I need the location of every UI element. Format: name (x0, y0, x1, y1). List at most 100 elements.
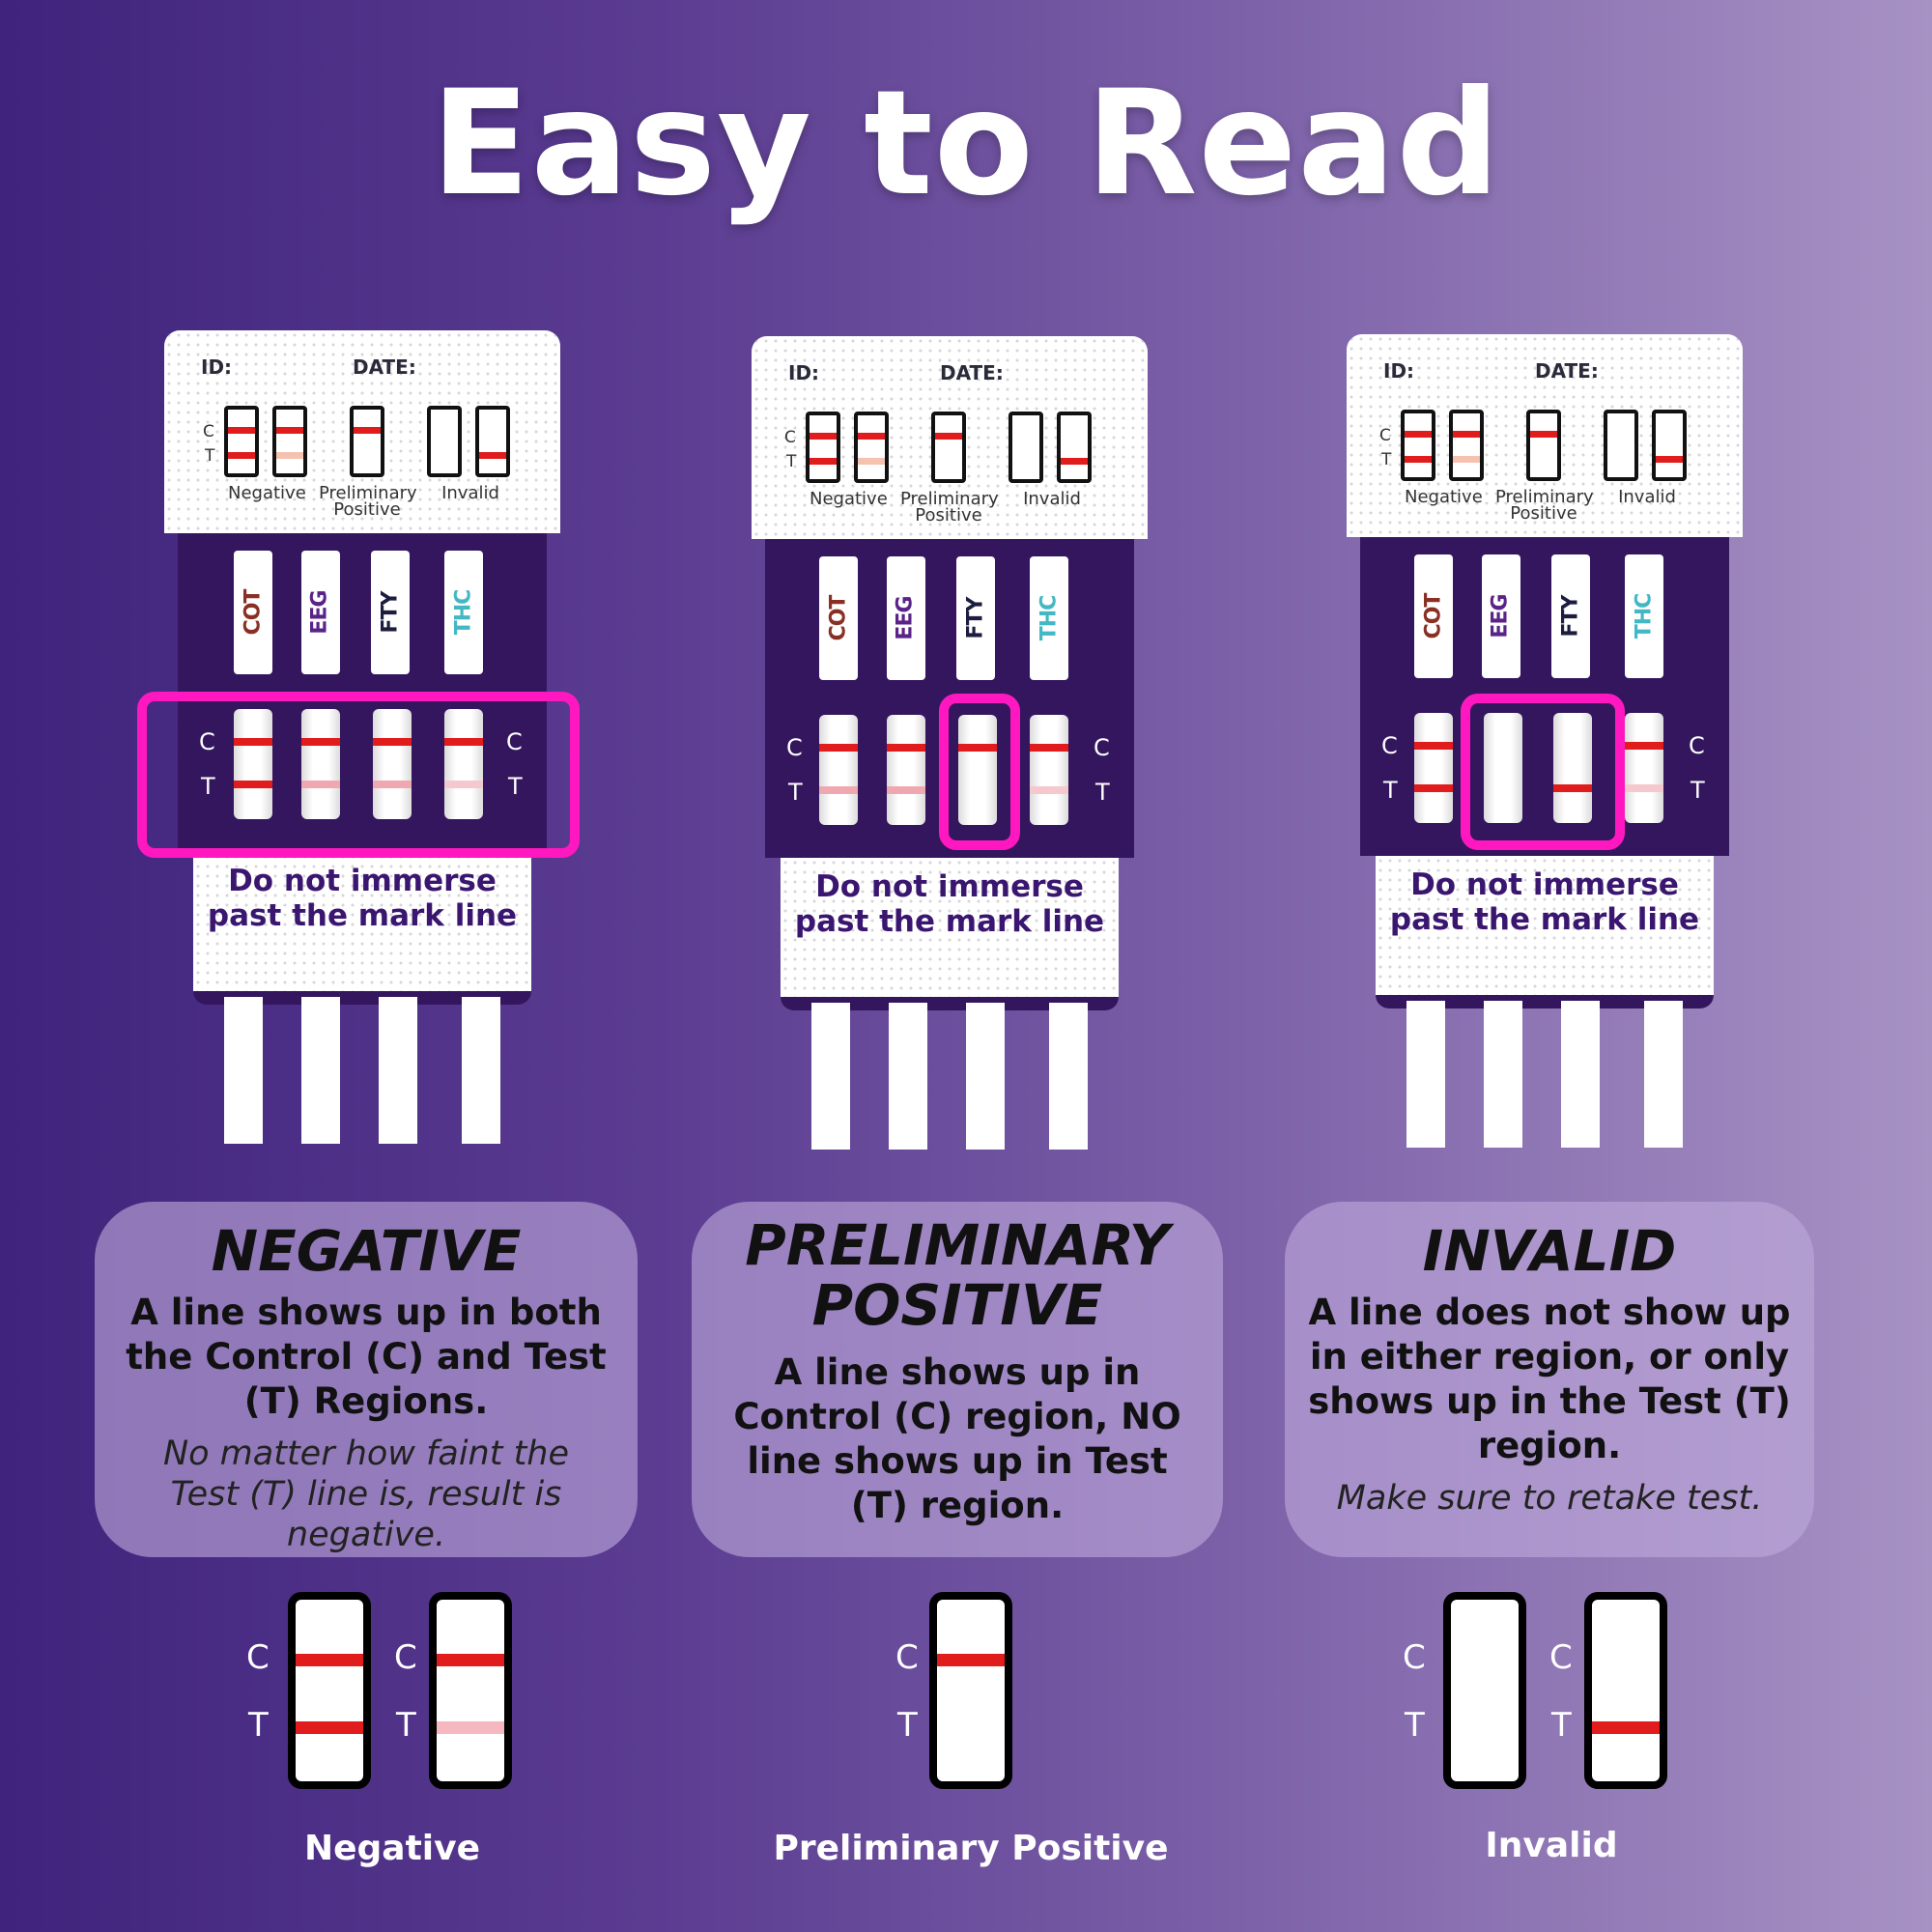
test-cup-preliminary-positive: ID: DATE: C T Negative Preliminary Posit… (752, 336, 1148, 1167)
date-label: DATE: (353, 355, 416, 379)
example-c-letter: C (1549, 1638, 1573, 1677)
band-c-letter: C (199, 728, 215, 755)
drug-label-eeg: EEG (301, 551, 340, 674)
caption-negative: Negative (303, 1829, 481, 1868)
negative-description: A line shows up in both the Control (C) … (126, 1292, 607, 1422)
id-label: ID: (788, 361, 820, 384)
band-t-letter-right: T (508, 773, 523, 800)
drug-label-eeg: EEG (1482, 554, 1520, 678)
mini-strip (350, 406, 384, 477)
result-strip (1030, 715, 1068, 825)
example-t-letter: T (396, 1706, 416, 1745)
example-strip-invalid-test-only (1584, 1592, 1667, 1789)
id-label: ID: (201, 355, 233, 379)
mini-strip (1652, 410, 1687, 481)
example-c-letter: C (394, 1638, 417, 1677)
result-strip (234, 709, 272, 819)
date-label: DATE: (940, 361, 1004, 384)
test-cup-negative: ID: DATE: C T Negative Preliminary Posit… (137, 330, 580, 1161)
band-c-letter-right: C (1689, 732, 1705, 759)
mini-strip (1057, 412, 1092, 483)
invalid-heading: INVALID (1422, 1218, 1677, 1284)
band-t-letter: T (1383, 777, 1398, 804)
mini-strip (854, 412, 889, 483)
negative-heading: NEGATIVE (211, 1218, 522, 1284)
result-strip (887, 715, 925, 825)
example-strip-preliminary (929, 1592, 1012, 1789)
band-c-letter: C (786, 734, 803, 761)
result-strip (1553, 713, 1592, 823)
legend-negative: Negative (810, 489, 888, 509)
drug-label-fty: FTY (956, 556, 995, 680)
test-cup-invalid: ID: DATE: C T Negative Preliminary Posit… (1347, 334, 1743, 1165)
negative-explanation: NEGATIVE A line shows up in both the Con… (95, 1202, 638, 1557)
dip-strip (1644, 1001, 1683, 1148)
invalid-explanation: INVALID A line does not show up in eithe… (1285, 1202, 1814, 1557)
drug-label-thc: THC (444, 551, 483, 674)
mini-strip (1449, 410, 1484, 481)
caption-invalid: Invalid (1485, 1826, 1618, 1865)
band-t-letter-right: T (1095, 779, 1110, 806)
caption-preliminary: Preliminary Positive (773, 1829, 1169, 1868)
dip-strip (1049, 1003, 1088, 1150)
example-strip-negative-faint (429, 1592, 512, 1789)
drug-label-fty: FTY (1551, 554, 1590, 678)
result-strip (958, 715, 997, 825)
legend-invalid: Invalid (441, 483, 499, 503)
preliminary-explanation: PRELIMINARY POSITIVE A line shows up in … (692, 1202, 1223, 1557)
drug-label-eeg: EEG (887, 556, 925, 680)
mini-strip (427, 406, 462, 477)
dip-strip (379, 997, 417, 1144)
example-t-letter: T (1405, 1706, 1425, 1745)
mini-c-letter: C (203, 422, 214, 441)
mini-strip (931, 412, 966, 483)
dip-strip (301, 997, 340, 1144)
mini-strip (1009, 412, 1043, 483)
drug-label-cot: COT (819, 556, 858, 680)
dip-strip (889, 1003, 927, 1150)
mini-strip (1604, 410, 1638, 481)
page-title: Easy to Read (431, 60, 1501, 228)
legend-preliminary: Preliminary Positive (319, 483, 417, 520)
example-c-letter: C (246, 1638, 270, 1677)
example-strip-invalid-empty (1443, 1592, 1526, 1789)
mini-t-letter: T (205, 446, 215, 466)
result-strip (1484, 713, 1522, 823)
dip-strip (811, 1003, 850, 1150)
mini-strip (1526, 410, 1561, 481)
result-strip (373, 709, 412, 819)
legend-invalid: Invalid (1023, 489, 1081, 509)
example-t-letter: T (248, 1706, 269, 1745)
id-label: ID: (1383, 359, 1415, 383)
dip-strip (966, 1003, 1005, 1150)
legend-preliminary: Preliminary Positive (900, 489, 999, 526)
example-c-letter: C (895, 1638, 919, 1677)
band-c-letter: C (1381, 732, 1398, 759)
cup-label-area: ID: DATE: C T Negative Preliminary Posit… (164, 330, 560, 533)
preliminary-heading: PRELIMINARY POSITIVE (745, 1212, 1170, 1338)
highlight-frame (939, 694, 1020, 850)
dip-strip (462, 997, 500, 1144)
band-t-letter: T (201, 773, 215, 800)
drug-label-cot: COT (234, 551, 272, 674)
dip-strip (1561, 1001, 1600, 1148)
legend-preliminary: Preliminary Positive (1495, 487, 1594, 524)
band-t-letter-right: T (1690, 777, 1705, 804)
mini-strip (224, 406, 259, 477)
mini-t-letter: T (786, 452, 797, 471)
cup-label-area: ID: DATE: C T Negative Preliminary Posit… (1347, 334, 1743, 537)
mini-strip (1401, 410, 1435, 481)
mini-c-letter: C (1379, 426, 1391, 445)
band-c-letter-right: C (1094, 734, 1110, 761)
band-t-letter: T (788, 779, 803, 806)
result-strip (444, 709, 483, 819)
invalid-description: A line does not show up in either region… (1308, 1292, 1791, 1466)
dip-strip (224, 997, 263, 1144)
example-t-letter: T (1551, 1706, 1572, 1745)
mini-strip (272, 406, 307, 477)
date-label: DATE: (1535, 359, 1599, 383)
highlight-frame (137, 692, 580, 858)
immerse-warning: Do not immerse past the mark line (781, 858, 1119, 1010)
drug-label-fty: FTY (371, 551, 410, 674)
drug-label-thc: THC (1030, 556, 1068, 680)
